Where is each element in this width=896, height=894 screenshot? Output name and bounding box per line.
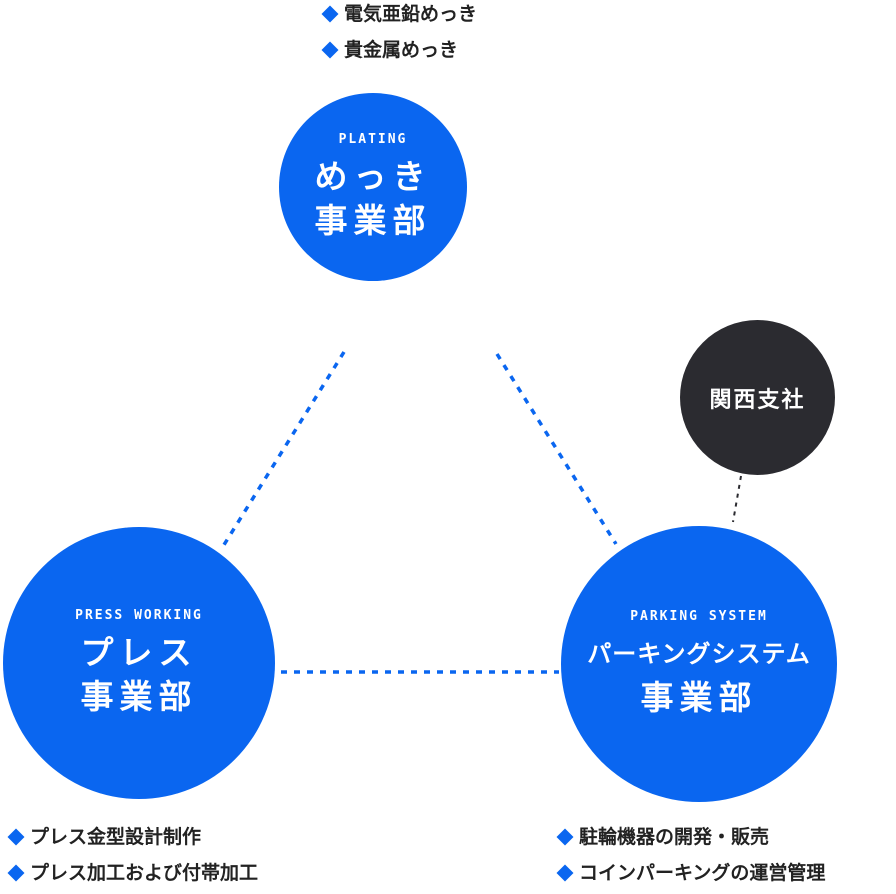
- diamond-bullet-icon: [556, 828, 574, 846]
- plating-en-label: PLATING: [338, 131, 408, 147]
- plating-jp-line2: 事業部: [314, 200, 432, 240]
- plating-division-node: PLATING めっき 事業部: [279, 93, 467, 281]
- parking-en-label: PARKING SYSTEM: [630, 608, 768, 624]
- diamond-bullet-icon: [556, 864, 574, 882]
- plating-services-list: 電気亜鉛めっき 貴金属めっき: [320, 0, 477, 68]
- kansai-branch-node: 関西支社: [680, 320, 835, 475]
- press-en-label: PRESS WORKING: [75, 607, 203, 623]
- list-item: 電気亜鉛めっき: [320, 0, 477, 32]
- diamond-bullet-icon: [7, 828, 25, 846]
- diamond-bullet-icon: [321, 41, 339, 59]
- parking-services-list: 駐輪機器の開発・販売 コインパーキングの運営管理: [555, 819, 825, 891]
- plating-jp-line1: めっき: [314, 156, 432, 196]
- list-item: プレス金型設計制作: [6, 819, 258, 855]
- parking-division-node: PARKING SYSTEM パーキングシステム 事業部: [561, 526, 837, 802]
- diamond-bullet-icon: [321, 5, 339, 23]
- parking-jp-line1: パーキングシステム: [587, 639, 811, 668]
- list-item: コインパーキングの運営管理: [555, 855, 825, 891]
- press-services-list: プレス金型設計制作 プレス加工および付帯加工: [6, 819, 258, 891]
- kansai-label: 関西支社: [709, 387, 806, 413]
- link-plating-parking: [495, 353, 618, 545]
- link-plating-press: [220, 351, 346, 549]
- list-item: 貴金属めっき: [320, 32, 477, 68]
- press-division-node: PRESS WORKING プレス 事業部: [3, 527, 275, 799]
- list-item: プレス加工および付帯加工: [6, 855, 258, 891]
- diamond-bullet-icon: [7, 864, 25, 882]
- link-kansai-parking: [732, 475, 742, 523]
- list-item: 駐輪機器の開発・販売: [555, 819, 825, 855]
- press-jp-line2: 事業部: [80, 676, 198, 716]
- press-jp-line1: プレス: [80, 632, 198, 672]
- parking-jp-line2: 事業部: [640, 677, 758, 717]
